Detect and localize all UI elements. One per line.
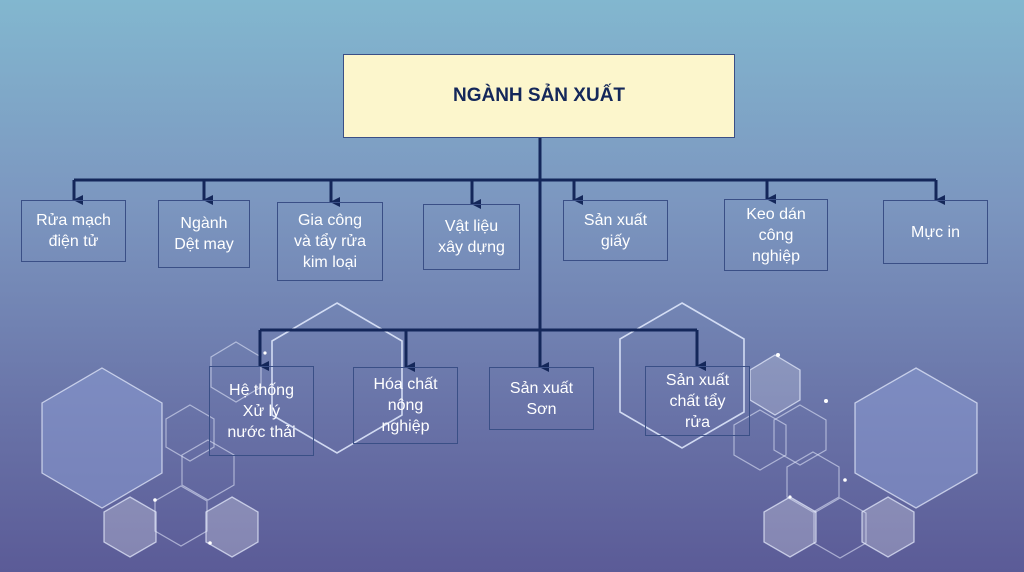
node-label: Sản xuất Sơn <box>509 379 574 418</box>
node-label: Gia công và tẩy rửa kim loại <box>293 212 367 271</box>
root-node: NGÀNH SẢN XUẤT <box>343 54 735 138</box>
node-muc-in: Mực in <box>883 200 988 264</box>
root-label: NGÀNH SẢN XUẤT <box>452 85 626 106</box>
node-san-xuat-son: Sản xuất Sơn <box>489 367 594 430</box>
node-label: Mực in <box>911 223 960 241</box>
node-gia-cong-kim-loai: Gia công và tẩy rửa kim loại <box>277 202 383 281</box>
node-vat-lieu-xay-dung: Vật liệu xây dựng <box>423 204 520 270</box>
node-label: Ngành Dệt may <box>174 215 234 253</box>
node-label: Hóa chất nông nghiệp <box>373 376 438 435</box>
node-san-xuat-giay: Sản xuất giấy <box>563 200 668 261</box>
node-label: Sản xuất chất tẩy rửa <box>665 371 730 431</box>
node-rua-mach-dien-tu: Rửa mạch điện tử <box>21 200 126 262</box>
node-san-xuat-chat-tay-rua: Sản xuất chất tẩy rửa <box>645 366 750 436</box>
node-nganh-det-may: Ngành Dệt may <box>158 200 250 268</box>
node-label: Sản xuất giấy <box>583 211 648 250</box>
node-label: Hệ thống Xử lý nước thải <box>227 381 296 441</box>
node-keo-dan-cong-nghiep: Keo dán công nghiệp <box>724 199 828 271</box>
node-label: Rửa mạch điện tử <box>36 212 111 250</box>
node-label: Keo dán công nghiệp <box>746 205 806 265</box>
node-label: Vật liệu xây dựng <box>438 218 505 256</box>
node-he-thong-xu-ly-nuoc-thai: Hệ thống Xử lý nước thải <box>209 366 314 456</box>
node-hoa-chat-nong-nghiep: Hóa chất nông nghiệp <box>353 367 458 444</box>
